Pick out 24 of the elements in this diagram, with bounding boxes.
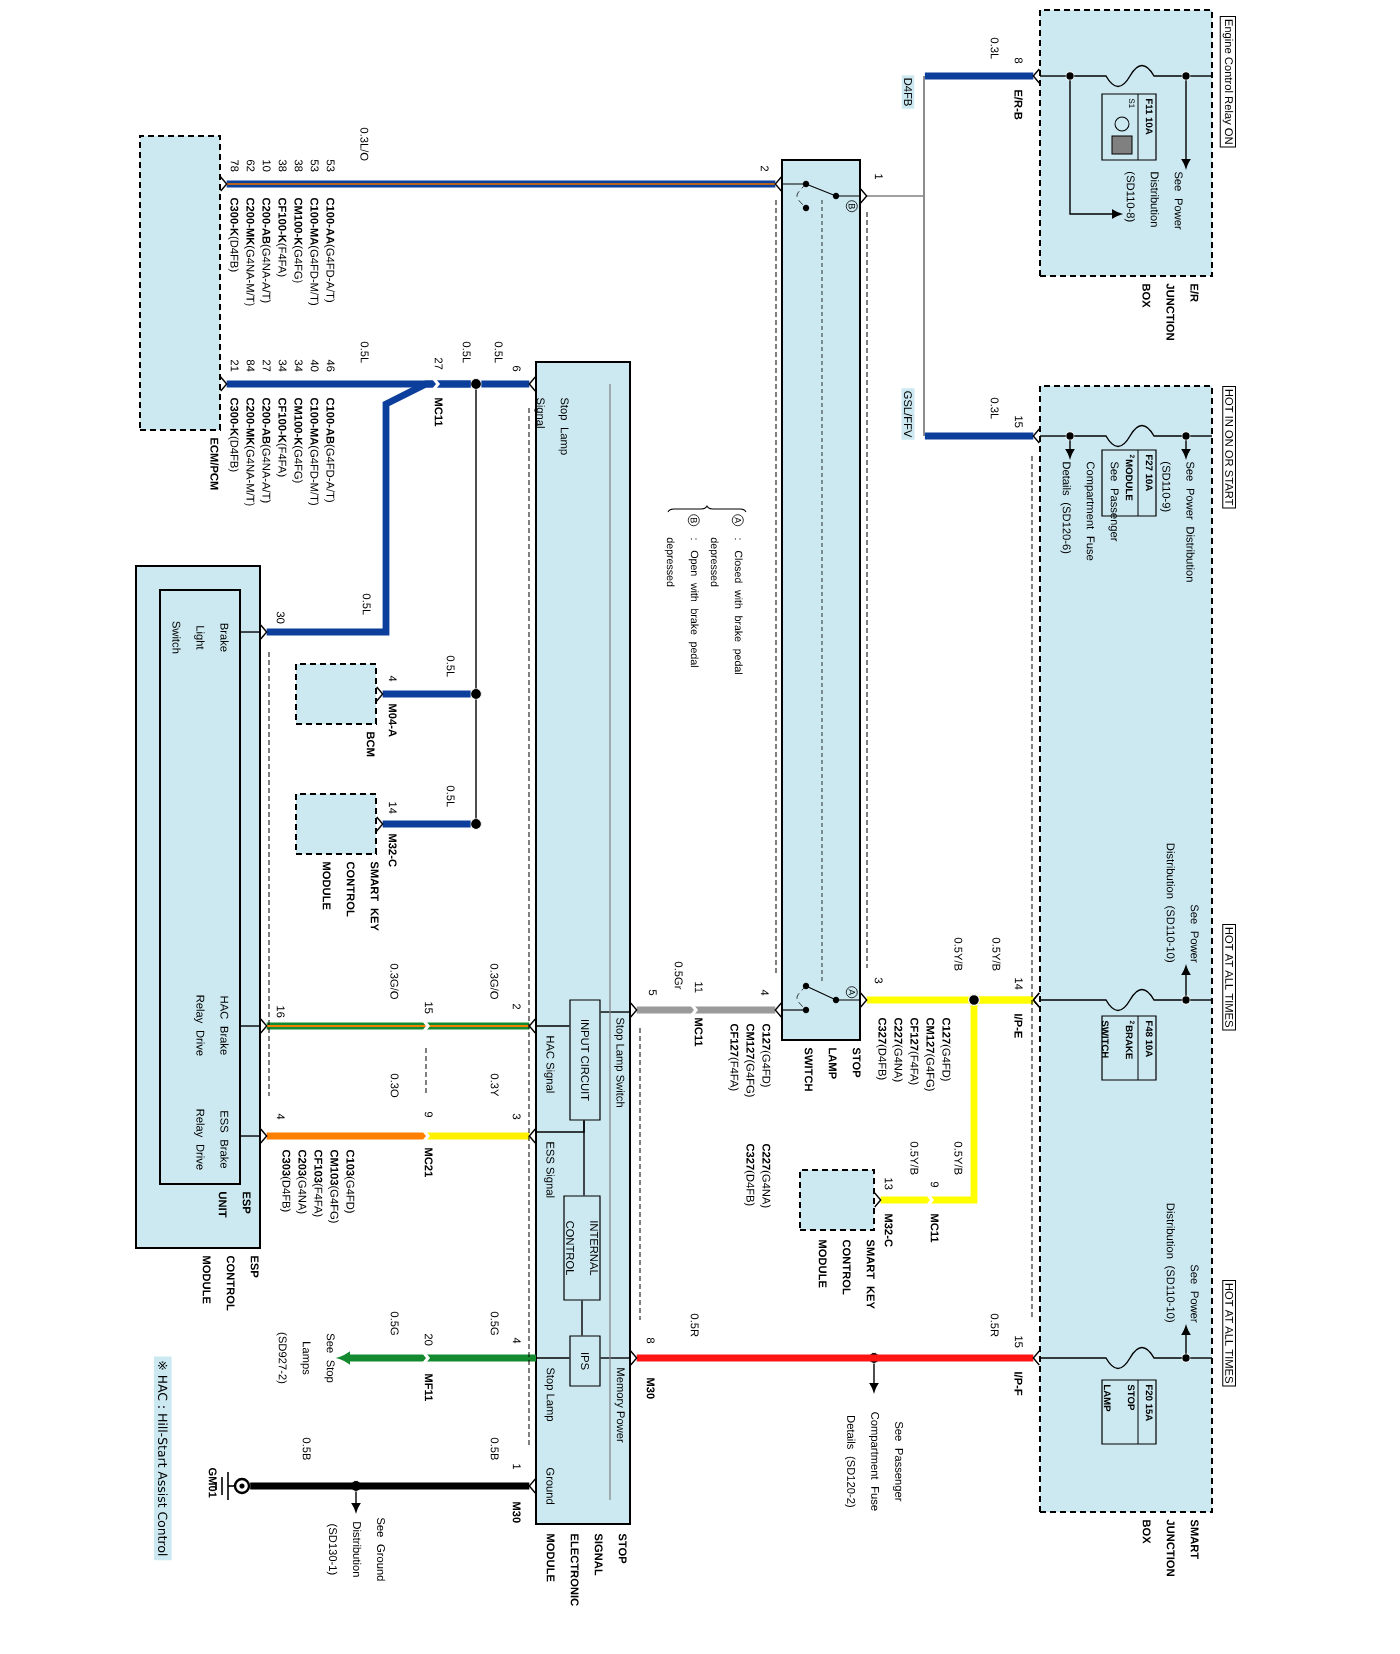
wire [339,1352,536,1364]
bus-line [923,76,925,436]
reference-arrow [1181,1325,1191,1355]
reference-arrow [869,1362,879,1393]
wire [260,1128,536,1144]
reference-arrow [1069,79,1122,219]
reference-arrow [860,188,924,204]
wire [630,1002,782,1018]
reference-arrow [1181,965,1191,997]
wire [376,816,471,832]
reference-arrow [351,1490,361,1513]
wire [860,992,1040,1008]
wire [924,428,1040,444]
reference-arrow [1065,439,1075,459]
wire [220,176,782,192]
wire [924,68,1040,84]
reference-arrow [1181,439,1191,459]
wire [630,1350,1040,1366]
wire [260,1018,536,1034]
wire [481,376,536,392]
reference-arrow [1181,79,1191,169]
wire [220,376,471,392]
wire [250,1478,536,1494]
wire [376,686,471,702]
